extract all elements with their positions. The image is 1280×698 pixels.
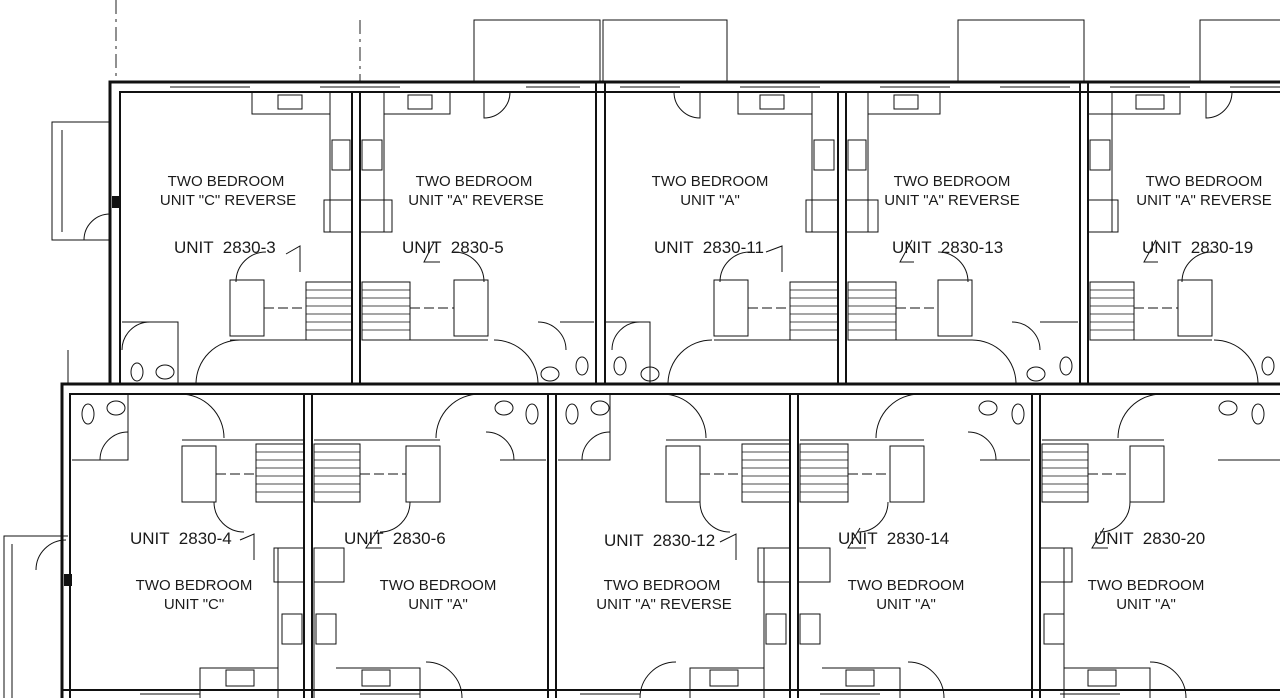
unit-number: UNIT 2830-19 bbox=[1142, 238, 1253, 257]
unit-type-line1: TWO BEDROOM bbox=[604, 577, 721, 594]
unit-type-line1: TWO BEDROOM bbox=[1146, 173, 1263, 190]
unit-type-line1: TWO BEDROOM bbox=[380, 577, 497, 594]
unit-number: UNIT 2830-13 bbox=[892, 238, 1003, 257]
unit-type-line2: UNIT "A" bbox=[876, 596, 936, 613]
unit-type-line1: TWO BEDROOM bbox=[136, 577, 253, 594]
unit-number: UNIT 2830-14 bbox=[838, 529, 949, 548]
unit-2830-4: UNIT 2830-4 TWO BEDROOM UNIT "C" bbox=[130, 529, 252, 613]
unit-2830-11: TWO BEDROOM UNIT "A" UNIT 2830-11 bbox=[652, 173, 769, 257]
side-stoops bbox=[3, 121, 119, 698]
stairs-upper bbox=[305, 281, 1135, 341]
unit-number: UNIT 2830-11 bbox=[654, 238, 764, 257]
unit-2830-3: TWO BEDROOM UNIT "C" REVERSE UNIT 2830-3 bbox=[160, 173, 296, 257]
unit-2830-19: TWO BEDROOM UNIT "A" REVERSE UNIT 2830-1… bbox=[1136, 173, 1271, 257]
unit-type-line2: UNIT "A" REVERSE bbox=[1136, 192, 1271, 209]
upper-unit-labels: TWO BEDROOM UNIT "C" REVERSE UNIT 2830-3… bbox=[160, 173, 1272, 257]
party-walls-upper bbox=[351, 82, 1089, 384]
unit-type-line2: UNIT "C" bbox=[164, 596, 224, 613]
unit-type-line2: UNIT "A" bbox=[1116, 596, 1176, 613]
unit-number: UNIT 2830-12 bbox=[604, 531, 715, 550]
unit-2830-6: UNIT 2830-6 TWO BEDROOM UNIT "A" bbox=[344, 529, 496, 613]
unit-type-line1: TWO BEDROOM bbox=[848, 577, 965, 594]
unit-type-line2: UNIT "A" bbox=[408, 596, 468, 613]
unit-number: UNIT 2830-4 bbox=[130, 529, 232, 548]
unit-type-line1: TWO BEDROOM bbox=[1088, 577, 1205, 594]
grid-lines bbox=[67, 0, 361, 384]
unit-2830-13: TWO BEDROOM UNIT "A" REVERSE UNIT 2830-1… bbox=[884, 173, 1019, 257]
windows bbox=[140, 81, 1280, 695]
unit-type-line2: UNIT "A" REVERSE bbox=[596, 596, 731, 613]
unit-number: UNIT 2830-5 bbox=[402, 238, 504, 257]
unit-2830-5: TWO BEDROOM UNIT "A" REVERSE UNIT 2830-5 bbox=[402, 173, 544, 257]
patios-top bbox=[473, 19, 1280, 83]
unit-number: UNIT 2830-3 bbox=[174, 238, 276, 257]
lower-unit-labels: UNIT 2830-4 TWO BEDROOM UNIT "C" UNIT 28… bbox=[130, 529, 1205, 613]
unit-type-line2: UNIT "A" REVERSE bbox=[408, 192, 543, 209]
unit-type-line1: TWO BEDROOM bbox=[652, 173, 769, 190]
leader-lines bbox=[239, 239, 1158, 560]
lower-interiors bbox=[72, 393, 1280, 698]
unit-number: UNIT 2830-20 bbox=[1094, 529, 1205, 548]
unit-type-line1: TWO BEDROOM bbox=[894, 173, 1011, 190]
unit-type-line2: UNIT "A" REVERSE bbox=[884, 192, 1019, 209]
unit-2830-14: UNIT 2830-14 TWO BEDROOM UNIT "A" bbox=[838, 529, 964, 613]
unit-number: UNIT 2830-6 bbox=[344, 529, 446, 548]
unit-2830-12: UNIT 2830-12 TWO BEDROOM UNIT "A" REVERS… bbox=[596, 531, 731, 613]
unit-2830-20: UNIT 2830-20 TWO BEDROOM UNIT "A" bbox=[1088, 529, 1206, 613]
unit-type-line2: UNIT "C" REVERSE bbox=[160, 192, 296, 209]
unit-type-line1: TWO BEDROOM bbox=[168, 173, 285, 190]
unit-type-line1: TWO BEDROOM bbox=[416, 173, 533, 190]
unit-type-line2: UNIT "A" bbox=[680, 192, 740, 209]
upper-interiors bbox=[121, 91, 1275, 385]
